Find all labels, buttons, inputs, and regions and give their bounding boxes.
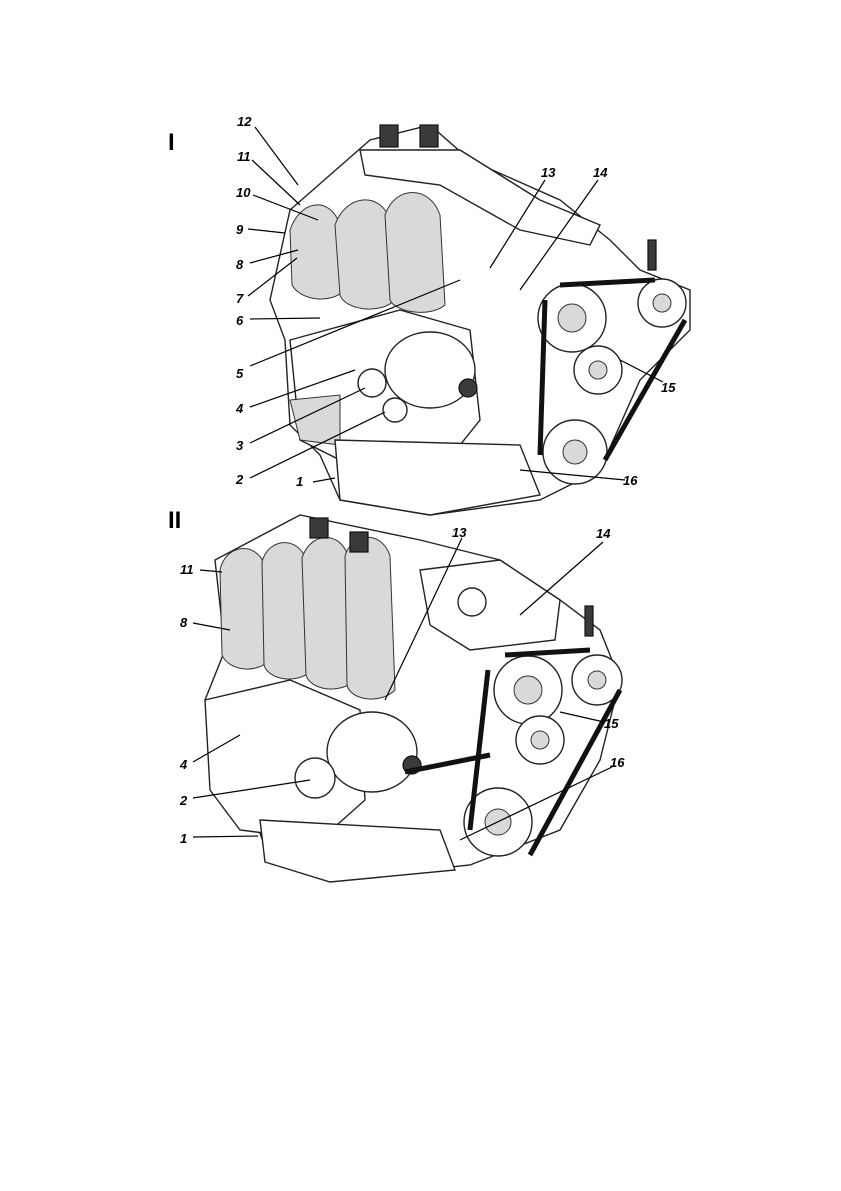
callout-1: 1: [296, 474, 303, 489]
callout-16: 16: [623, 473, 638, 488]
callout-15: 15: [661, 380, 676, 395]
view-label-II: II: [168, 507, 181, 534]
engine-illustration-I: [270, 125, 690, 515]
callout-2: 2: [235, 472, 244, 487]
callout-6: 6: [236, 313, 244, 328]
callout-7: 7: [236, 291, 244, 306]
callout-10: 10: [236, 185, 251, 200]
callout-3: 3: [236, 438, 244, 453]
callout-11: 11: [180, 562, 194, 577]
callout-9: 9: [236, 222, 244, 237]
engine-view-II: II: [168, 507, 625, 882]
callout-14: 14: [596, 526, 611, 541]
callout-4: 4: [235, 401, 244, 416]
callout-8: 8: [180, 615, 188, 630]
view-label-I: I: [168, 129, 175, 156]
callout-13: 13: [541, 165, 556, 180]
callout-1: 1: [180, 831, 187, 846]
engine-illustration-II: [205, 515, 622, 882]
callout-15: 15: [604, 716, 619, 731]
callout-2: 2: [179, 793, 188, 808]
callout-14: 14: [593, 165, 608, 180]
callout-4: 4: [179, 757, 188, 772]
engine-view-I: I: [168, 114, 690, 515]
callout-8: 8: [236, 257, 244, 272]
callout-11: 11: [237, 149, 251, 164]
callout-5: 5: [236, 366, 244, 381]
callout-12: 12: [237, 114, 252, 129]
callout-16: 16: [610, 755, 625, 770]
callout-13: 13: [452, 525, 467, 540]
